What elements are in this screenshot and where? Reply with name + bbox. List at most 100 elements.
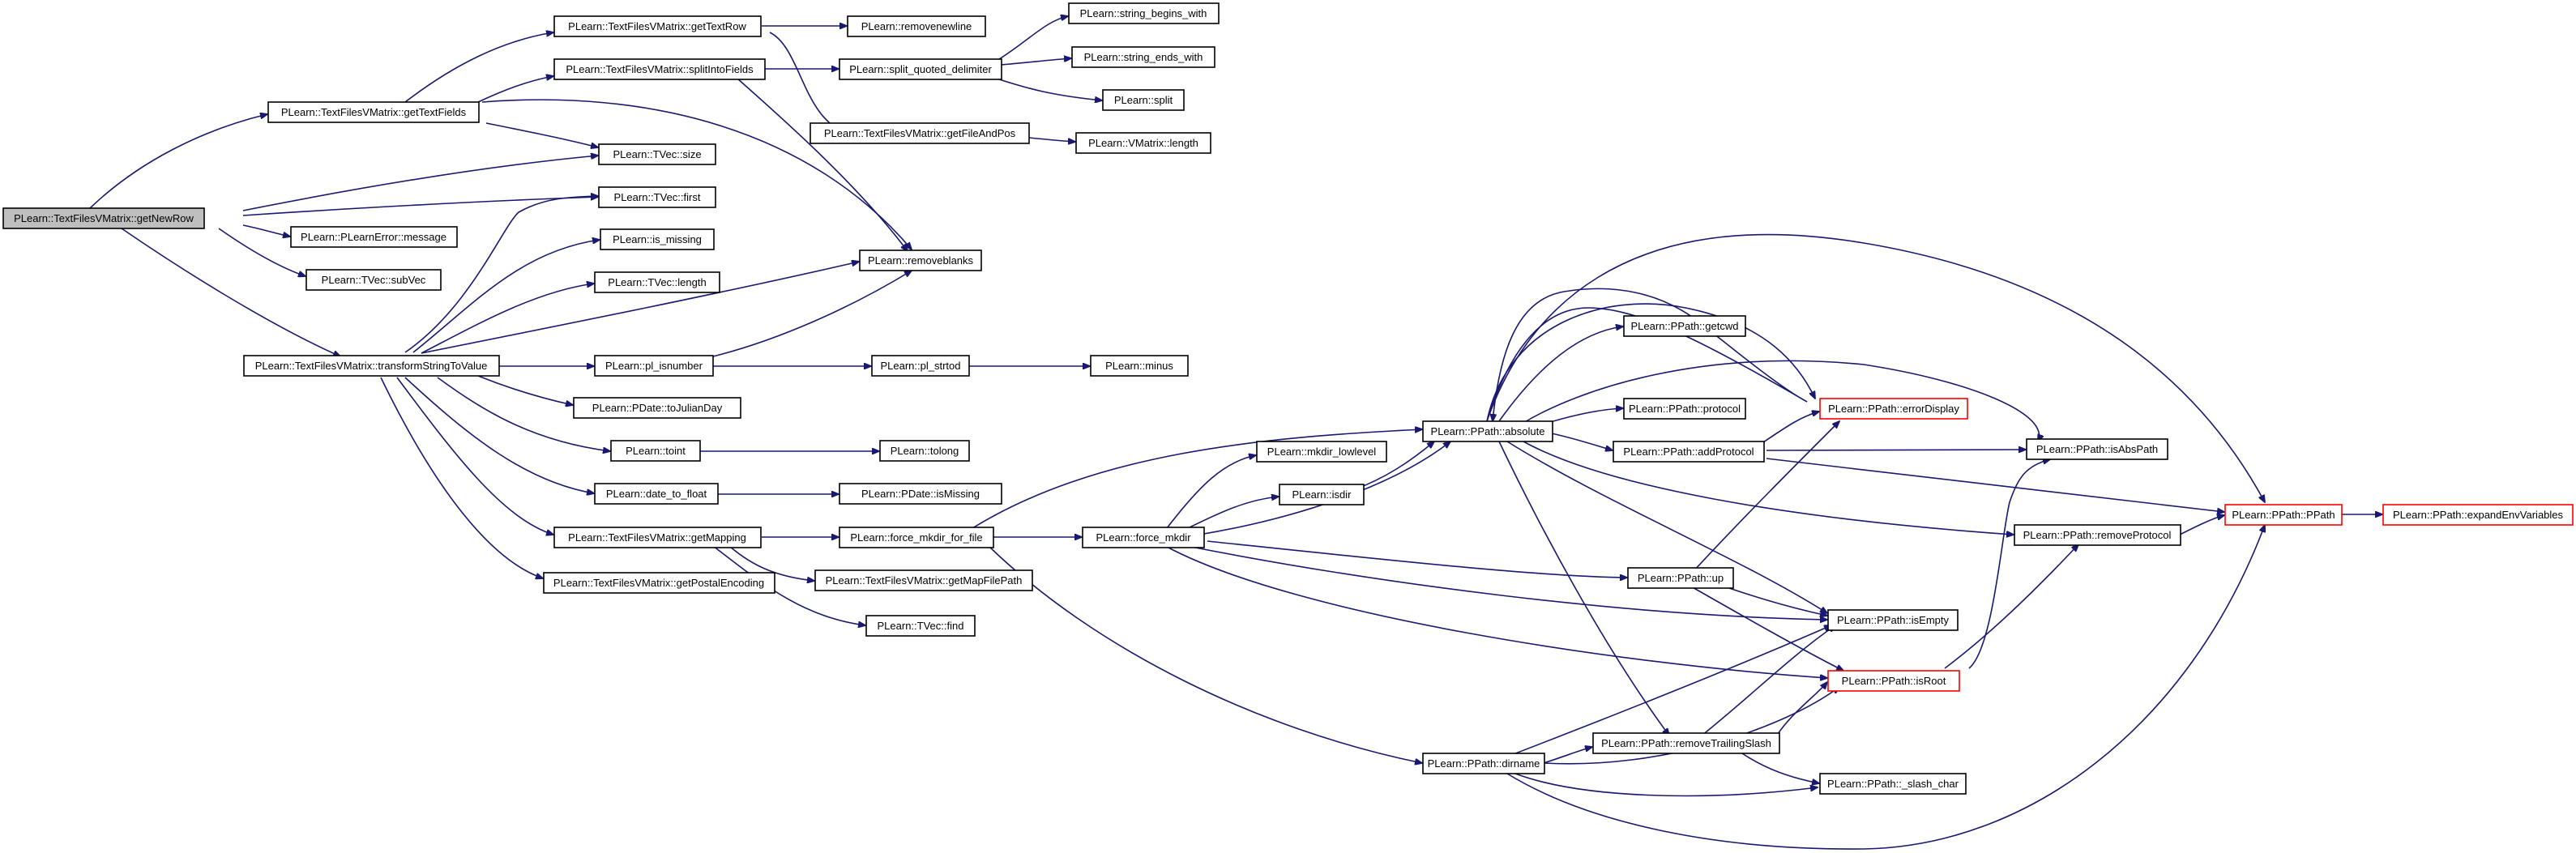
node-removenewline[interactable]: PLearn::removenewline	[847, 15, 986, 37]
node-isEmpty[interactable]: PLearn::PPath::isEmpty	[1827, 609, 1959, 631]
node-slash-char[interactable]: PLearn::PPath::_slash_char	[1819, 773, 1967, 795]
node-vmatrix-length[interactable]: PLearn::VMatrix::length	[1075, 132, 1211, 154]
edge-getNewRow-getTextFields	[88, 114, 267, 210]
edge-fm-isRoot	[1166, 546, 1827, 678]
node-split-quoted-delimiter[interactable]: PLearn::split_quoted_delimiter	[839, 58, 1002, 80]
node-label: PLearn::removeblanks	[868, 254, 974, 267]
node-up[interactable]: PLearn::PPath::up	[1627, 567, 1734, 589]
node-label: PLearn::pl_strtod	[880, 360, 960, 372]
node-toint[interactable]: PLearn::toint	[610, 440, 701, 462]
node-pl-isnumber[interactable]: PLearn::pl_isnumber	[594, 355, 714, 377]
node-label: PLearn::PPath::addProtocol	[1623, 446, 1754, 458]
edge-absolute-isEmpty	[1506, 441, 1827, 613]
node-addProtocol[interactable]: PLearn::PPath::addProtocol	[1613, 441, 1765, 463]
node-label: PLearn::PPath::removeTrailingSlash	[1601, 737, 1771, 749]
node-label: PLearn::TextFilesVMatrix::getMapFilePath	[826, 574, 1023, 586]
node-force-mkdir-for-file[interactable]: PLearn::force_mkdir_for_file	[839, 527, 994, 548]
node-label: PLearn::PPath::isRoot	[1842, 675, 1946, 687]
node-label: PLearn::PPath::dirname	[1428, 757, 1540, 770]
node-tvec-subVec[interactable]: PLearn::TVec::subVec	[305, 269, 442, 291]
node-isAbsPath[interactable]: PLearn::PPath::isAbsPath	[2026, 438, 2168, 460]
node-protocol[interactable]: PLearn::PPath::protocol	[1623, 398, 1746, 420]
node-getMapping[interactable]: PLearn::TextFilesVMatrix::getMapping	[553, 527, 762, 548]
edge-getNewRow-transform	[121, 228, 340, 356]
edge-absolute-errorDisplay	[1486, 303, 1815, 422]
edge-getNewRow-message	[242, 224, 290, 237]
node-mkdir-lowlevel[interactable]: PLearn::mkdir_lowlevel	[1256, 441, 1387, 463]
node-is-missing[interactable]: PLearn::is_missing	[600, 228, 715, 250]
node-label: PLearn::pl_isnumber	[605, 360, 703, 372]
node-label: PLearn::string_ends_with	[1084, 51, 1203, 63]
node-removeTrailingSlash[interactable]: PLearn::PPath::removeTrailingSlash	[1592, 732, 1780, 754]
node-label: PLearn::mkdir_lowlevel	[1267, 446, 1377, 458]
call-graph-nodes: PLearn::TextFilesVMatrix::getNewRow PLea…	[2, 2, 2574, 795]
node-removeblanks[interactable]: PLearn::removeblanks	[859, 250, 982, 271]
node-getFileAndPos[interactable]: PLearn::TextFilesVMatrix::getFileAndPos	[810, 122, 1030, 144]
edge-absolute-isAbsPath	[1523, 360, 2039, 441]
node-getPostalEncoding[interactable]: PLearn::TextFilesVMatrix::getPostalEncod…	[543, 572, 775, 594]
node-pl-strtod[interactable]: PLearn::pl_strtod	[871, 355, 970, 377]
edge-split-quoted-begins	[996, 16, 1068, 62]
edge-fmff-absolute	[972, 429, 1422, 529]
node-splitIntoFields[interactable]: PLearn::TextFilesVMatrix::splitIntoField…	[553, 58, 766, 80]
edge-split-quoted-ends	[1000, 58, 1071, 66]
node-label: PLearn::PPath::PPath	[2232, 509, 2335, 521]
edge-isRoot-removeProtocol	[1944, 544, 2078, 669]
node-tvec-find[interactable]: PLearn::TVec::find	[865, 615, 976, 637]
node-getTextRow[interactable]: PLearn::TextFilesVMatrix::getTextRow	[553, 15, 762, 37]
node-toJulianDay[interactable]: PLearn::PDate::toJulianDay	[573, 397, 741, 419]
edge-absolute-protocol	[1547, 408, 1623, 424]
edge-dirname-ppath-ctor	[1506, 525, 2265, 850]
node-label: PLearn::PPath::up	[1638, 572, 1724, 584]
node-transformStringToValue[interactable]: PLearn::TextFilesVMatrix::transformStrin…	[243, 355, 500, 377]
node-expandEnvVariables[interactable]: PLearn::PPath::expandEnvVariables	[2382, 504, 2574, 526]
node-plearnerror-message[interactable]: PLearn::PLearnError::message	[290, 226, 458, 248]
node-errorDisplay[interactable]: PLearn::PPath::errorDisplay	[1819, 398, 1968, 420]
node-string-ends-with[interactable]: PLearn::string_ends_with	[1071, 46, 1215, 68]
edge-getNewRow-tvec-first	[242, 197, 598, 216]
node-date-to-float[interactable]: PLearn::date_to_float	[594, 483, 719, 505]
node-getNewRow[interactable]: PLearn::TextFilesVMatrix::getNewRow	[2, 207, 205, 229]
node-label: PLearn::minus	[1105, 360, 1173, 372]
node-split[interactable]: PLearn::split	[1102, 89, 1185, 111]
edge-transform-getMapping	[396, 377, 553, 535]
node-label: PLearn::PPath::_slash_char	[1827, 778, 1959, 790]
edge-absolute-removeTrailingSlash	[1498, 441, 1669, 736]
node-tvec-size[interactable]: PLearn::TVec::size	[598, 143, 716, 165]
node-getMapFilePath[interactable]: PLearn::TextFilesVMatrix::getMapFilePath	[814, 569, 1033, 591]
node-tvec-first[interactable]: PLearn::TVec::first	[598, 186, 716, 208]
node-label: PLearn::TextFilesVMatrix::getFileAndPos	[824, 127, 1016, 139]
edge-dirname-removeTrailingSlash	[1543, 747, 1592, 764]
edge-pl-isnumber-removeblanks	[712, 271, 912, 357]
edge-up-errorDisplay	[1693, 421, 1839, 572]
node-label: PLearn::PPath::removeProtocol	[2023, 529, 2172, 541]
edge-getNewRow-subVec	[218, 228, 305, 276]
node-label: PLearn::is_missing	[613, 233, 702, 245]
node-getcwd[interactable]: PLearn::PPath::getcwd	[1623, 315, 1746, 337]
edge-getMapping-getMapFilePath	[728, 545, 814, 581]
node-tvec-length[interactable]: PLearn::TVec::length	[594, 271, 720, 293]
node-pdate-isMissing[interactable]: PLearn::PDate::isMissing	[839, 483, 1002, 505]
node-label: PLearn::PPath::getcwd	[1631, 320, 1739, 332]
node-minus[interactable]: PLearn::minus	[1090, 355, 1189, 377]
node-label: PLearn::TVec::first	[614, 191, 701, 203]
node-force-mkdir[interactable]: PLearn::force_mkdir	[1082, 527, 1205, 548]
node-label: PLearn::split	[1114, 94, 1173, 106]
edge-transform-date-to-float	[404, 377, 594, 493]
node-ppath-ctor[interactable]: PLearn::PPath::PPath	[2224, 504, 2343, 526]
node-label: PLearn::toint	[626, 445, 686, 457]
node-tolong[interactable]: PLearn::tolong	[879, 440, 970, 462]
node-isdir[interactable]: PLearn::isdir	[1279, 484, 1365, 505]
node-label: PLearn::TextFilesVMatrix::splitIntoField…	[566, 63, 754, 75]
node-label: PLearn::split_quoted_delimiter	[849, 63, 992, 75]
edge-transform-toJulianDay	[477, 375, 573, 405]
node-label: PLearn::PDate::toJulianDay	[592, 402, 723, 414]
node-getTextFields[interactable]: PLearn::TextFilesVMatrix::getTextFields	[267, 101, 480, 123]
node-removeProtocol[interactable]: PLearn::PPath::removeProtocol	[2014, 524, 2181, 546]
node-isRoot[interactable]: PLearn::PPath::isRoot	[1827, 670, 1960, 692]
node-label: PLearn::PPath::protocol	[1629, 403, 1741, 415]
edge-transform-removeblanks	[421, 262, 859, 354]
node-absolute[interactable]: PLearn::PPath::absolute	[1422, 420, 1553, 442]
node-string-begins-with[interactable]: PLearn::string_begins_with	[1068, 2, 1220, 24]
node-dirname[interactable]: PLearn::PPath::dirname	[1422, 753, 1545, 774]
